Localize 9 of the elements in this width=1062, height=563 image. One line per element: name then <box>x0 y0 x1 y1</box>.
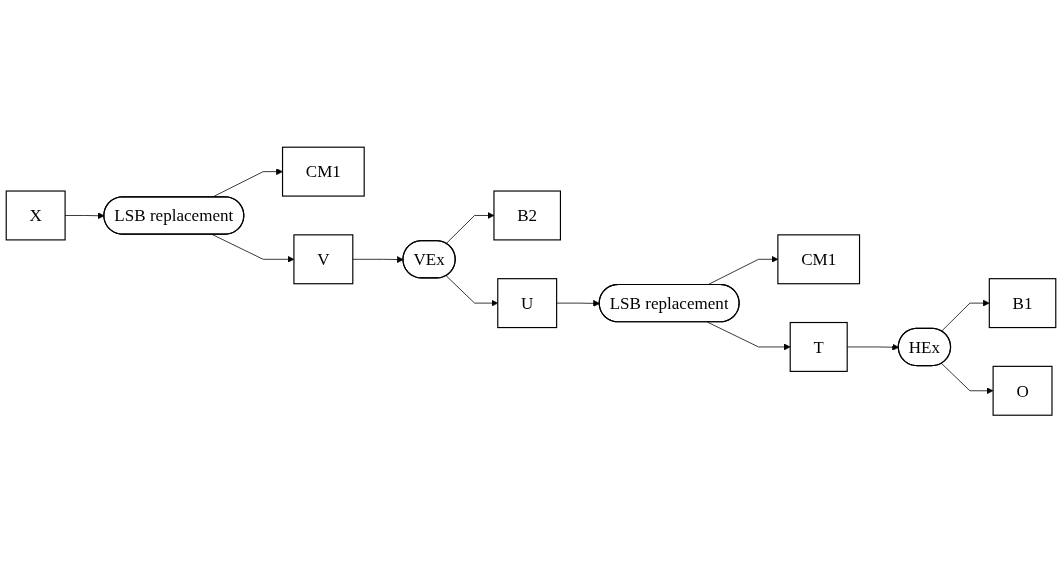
node-box: CM1 <box>281 146 365 197</box>
node-box: T <box>789 322 848 373</box>
node-box: CM1 <box>777 234 861 285</box>
node-box: X <box>5 190 66 241</box>
node-box: U <box>497 278 558 329</box>
node-box: B2 <box>493 190 561 241</box>
node-box: B1 <box>988 278 1057 329</box>
node-box: V <box>293 234 354 285</box>
node-box: O <box>992 366 1053 417</box>
